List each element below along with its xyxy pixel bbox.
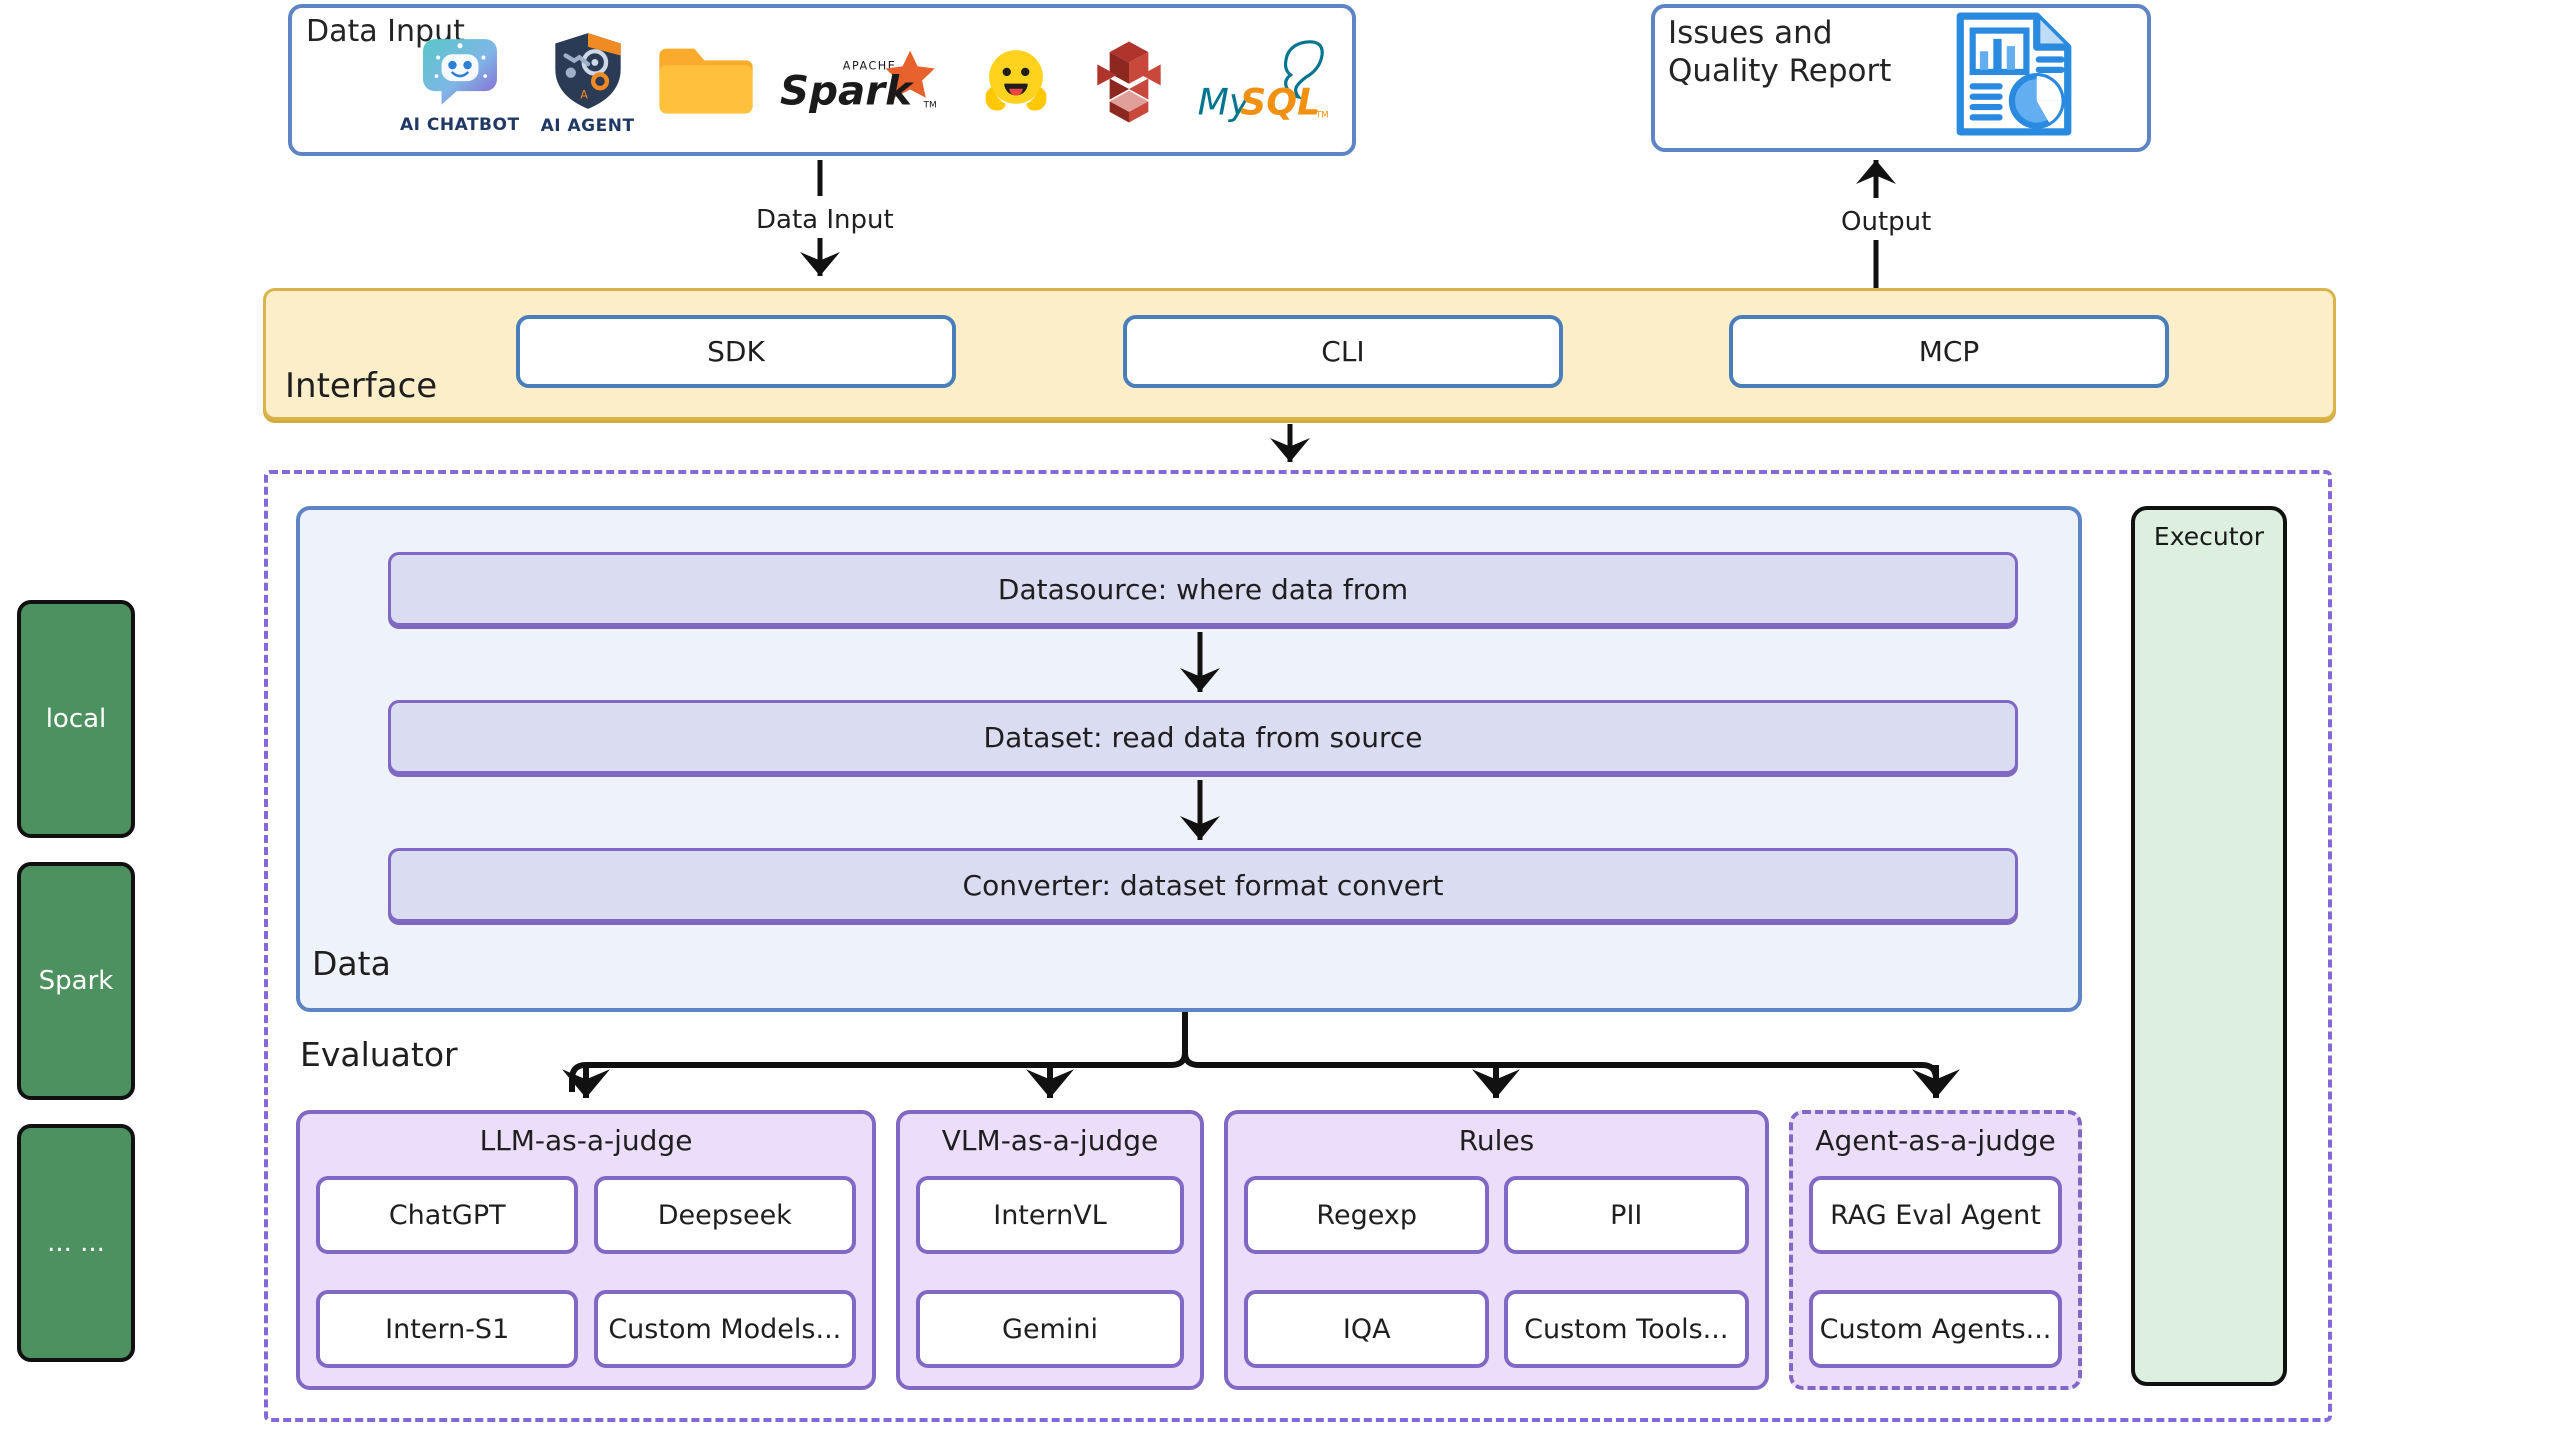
evaluator-group-agent-as-a-judge: Agent-as-a-judge RAG Eval Agent Custom A… — [1789, 1110, 2082, 1390]
evaluator-group-items: Regexp PII IQA Custom Tools... — [1244, 1176, 1749, 1368]
folder-icon — [658, 48, 753, 114]
data-row-dataset[interactable]: Dataset: read data from source — [388, 700, 2018, 774]
connector-label-output: Output — [1841, 207, 1932, 237]
eval-chip-iqa[interactable]: IQA — [1244, 1290, 1490, 1368]
ai-chatbot-logo — [422, 39, 497, 105]
evaluator-group-title: Rules — [1458, 1124, 1535, 1157]
amazon-s3-logo-cell — [1083, 18, 1175, 146]
eval-chip-pii[interactable]: PII — [1503, 1176, 1749, 1254]
evaluator-group-title: Agent-as-a-judge — [1815, 1124, 2056, 1157]
interface-button-mcp[interactable]: MCP — [1729, 315, 2169, 388]
evaluator-group-vlm-as-a-judge: VLM-as-a-judge InternVL Gemini — [896, 1110, 1204, 1390]
evaluator-group-items: RAG Eval Agent Custom Agents... — [1809, 1176, 2062, 1368]
executor-chip-spark[interactable]: Spark — [17, 862, 135, 1100]
huggingface-logo-cell — [970, 18, 1062, 146]
executor-title: Executor — [2153, 522, 2265, 551]
evaluator-group-items: ChatGPT Deepseek Intern-S1 Custom Models… — [316, 1176, 856, 1368]
report-title-line2: Quality Report — [1668, 53, 1892, 89]
eval-chip-internvl[interactable]: InternVL — [916, 1176, 1184, 1254]
folder-icon-cell — [656, 18, 756, 146]
ai-agent-logo-cell: A AI AGENT — [541, 18, 635, 146]
interface-label: Interface — [285, 366, 438, 406]
huggingface-logo — [985, 50, 1047, 111]
eval-chip-chatgpt[interactable]: ChatGPT — [316, 1176, 579, 1254]
interface-button-sdk[interactable]: SDK — [516, 315, 956, 388]
eval-chip-regexp[interactable]: Regexp — [1244, 1176, 1490, 1254]
ai-chatbot-logo-cell: AI CHATBOT — [400, 18, 520, 146]
apache-spark-logo: APACHE Spark TM — [780, 50, 937, 114]
svg-text:A: A — [580, 89, 588, 102]
executor-chip-more[interactable]: ... ... — [17, 1124, 135, 1362]
apache-spark-logo-cell: APACHE Spark TM — [777, 18, 949, 146]
eval-chip-rag-eval-agent[interactable]: RAG Eval Agent — [1809, 1176, 2062, 1254]
evaluator-group-title: LLM-as-a-judge — [479, 1124, 693, 1157]
ai-agent-caption: AI AGENT — [540, 116, 635, 136]
evaluator-group-llm-as-a-judge: LLM-as-a-judge ChatGPT Deepseek Intern-S… — [296, 1110, 876, 1390]
executor-chip-local[interactable]: local — [17, 600, 135, 838]
data-input-logo-row: AI CHATBOT A AI AGENT APACHE Spark TM — [400, 18, 1330, 146]
svg-text:TM: TM — [922, 100, 936, 110]
svg-text:Spark: Spark — [780, 67, 914, 114]
eval-chip-gemini[interactable]: Gemini — [916, 1290, 1184, 1368]
mysql-logo-cell: My SQL TM — [1196, 18, 1330, 146]
eval-chip-custom-models[interactable]: Custom Models... — [593, 1290, 856, 1368]
report-title: Issues and Quality Report — [1668, 14, 1998, 90]
data-panel-label: Data — [312, 944, 391, 983]
eval-chip-custom-tools[interactable]: Custom Tools... — [1503, 1290, 1749, 1368]
eval-chip-custom-agents[interactable]: Custom Agents... — [1809, 1290, 2062, 1368]
data-row-converter[interactable]: Converter: dataset format convert — [388, 848, 2018, 922]
connector-label-data-input: Data Input — [756, 205, 894, 235]
evaluator-label: Evaluator — [300, 1035, 458, 1074]
svg-text:APACHE: APACHE — [843, 59, 896, 72]
svg-text:SQL: SQL — [1240, 80, 1320, 123]
svg-text:My: My — [1198, 80, 1251, 123]
data-row-datasource[interactable]: Datasource: where data from — [388, 552, 2018, 626]
eval-chip-intern-s1[interactable]: Intern-S1 — [316, 1290, 579, 1368]
amazon-s3-logo — [1097, 41, 1161, 123]
report-title-line1: Issues and — [1668, 15, 1833, 51]
report-document-icon — [1956, 12, 2072, 136]
evaluator-group-rules: Rules Regexp PII IQA Custom Tools... — [1224, 1110, 1769, 1390]
ai-chatbot-caption: AI CHATBOT — [400, 115, 520, 135]
interface-button-cli[interactable]: CLI — [1123, 315, 1563, 388]
ai-agent-logo: A — [554, 33, 621, 109]
pipeline-container — [264, 470, 2332, 1422]
eval-chip-deepseek[interactable]: Deepseek — [593, 1176, 856, 1254]
evaluator-group-title: VLM-as-a-judge — [941, 1124, 1159, 1157]
svg-text:TM: TM — [1315, 110, 1329, 120]
evaluator-group-items: InternVL Gemini — [916, 1176, 1184, 1368]
mysql-logo: My SQL TM — [1198, 40, 1329, 123]
executor-panel: Executor — [2131, 506, 2287, 1386]
